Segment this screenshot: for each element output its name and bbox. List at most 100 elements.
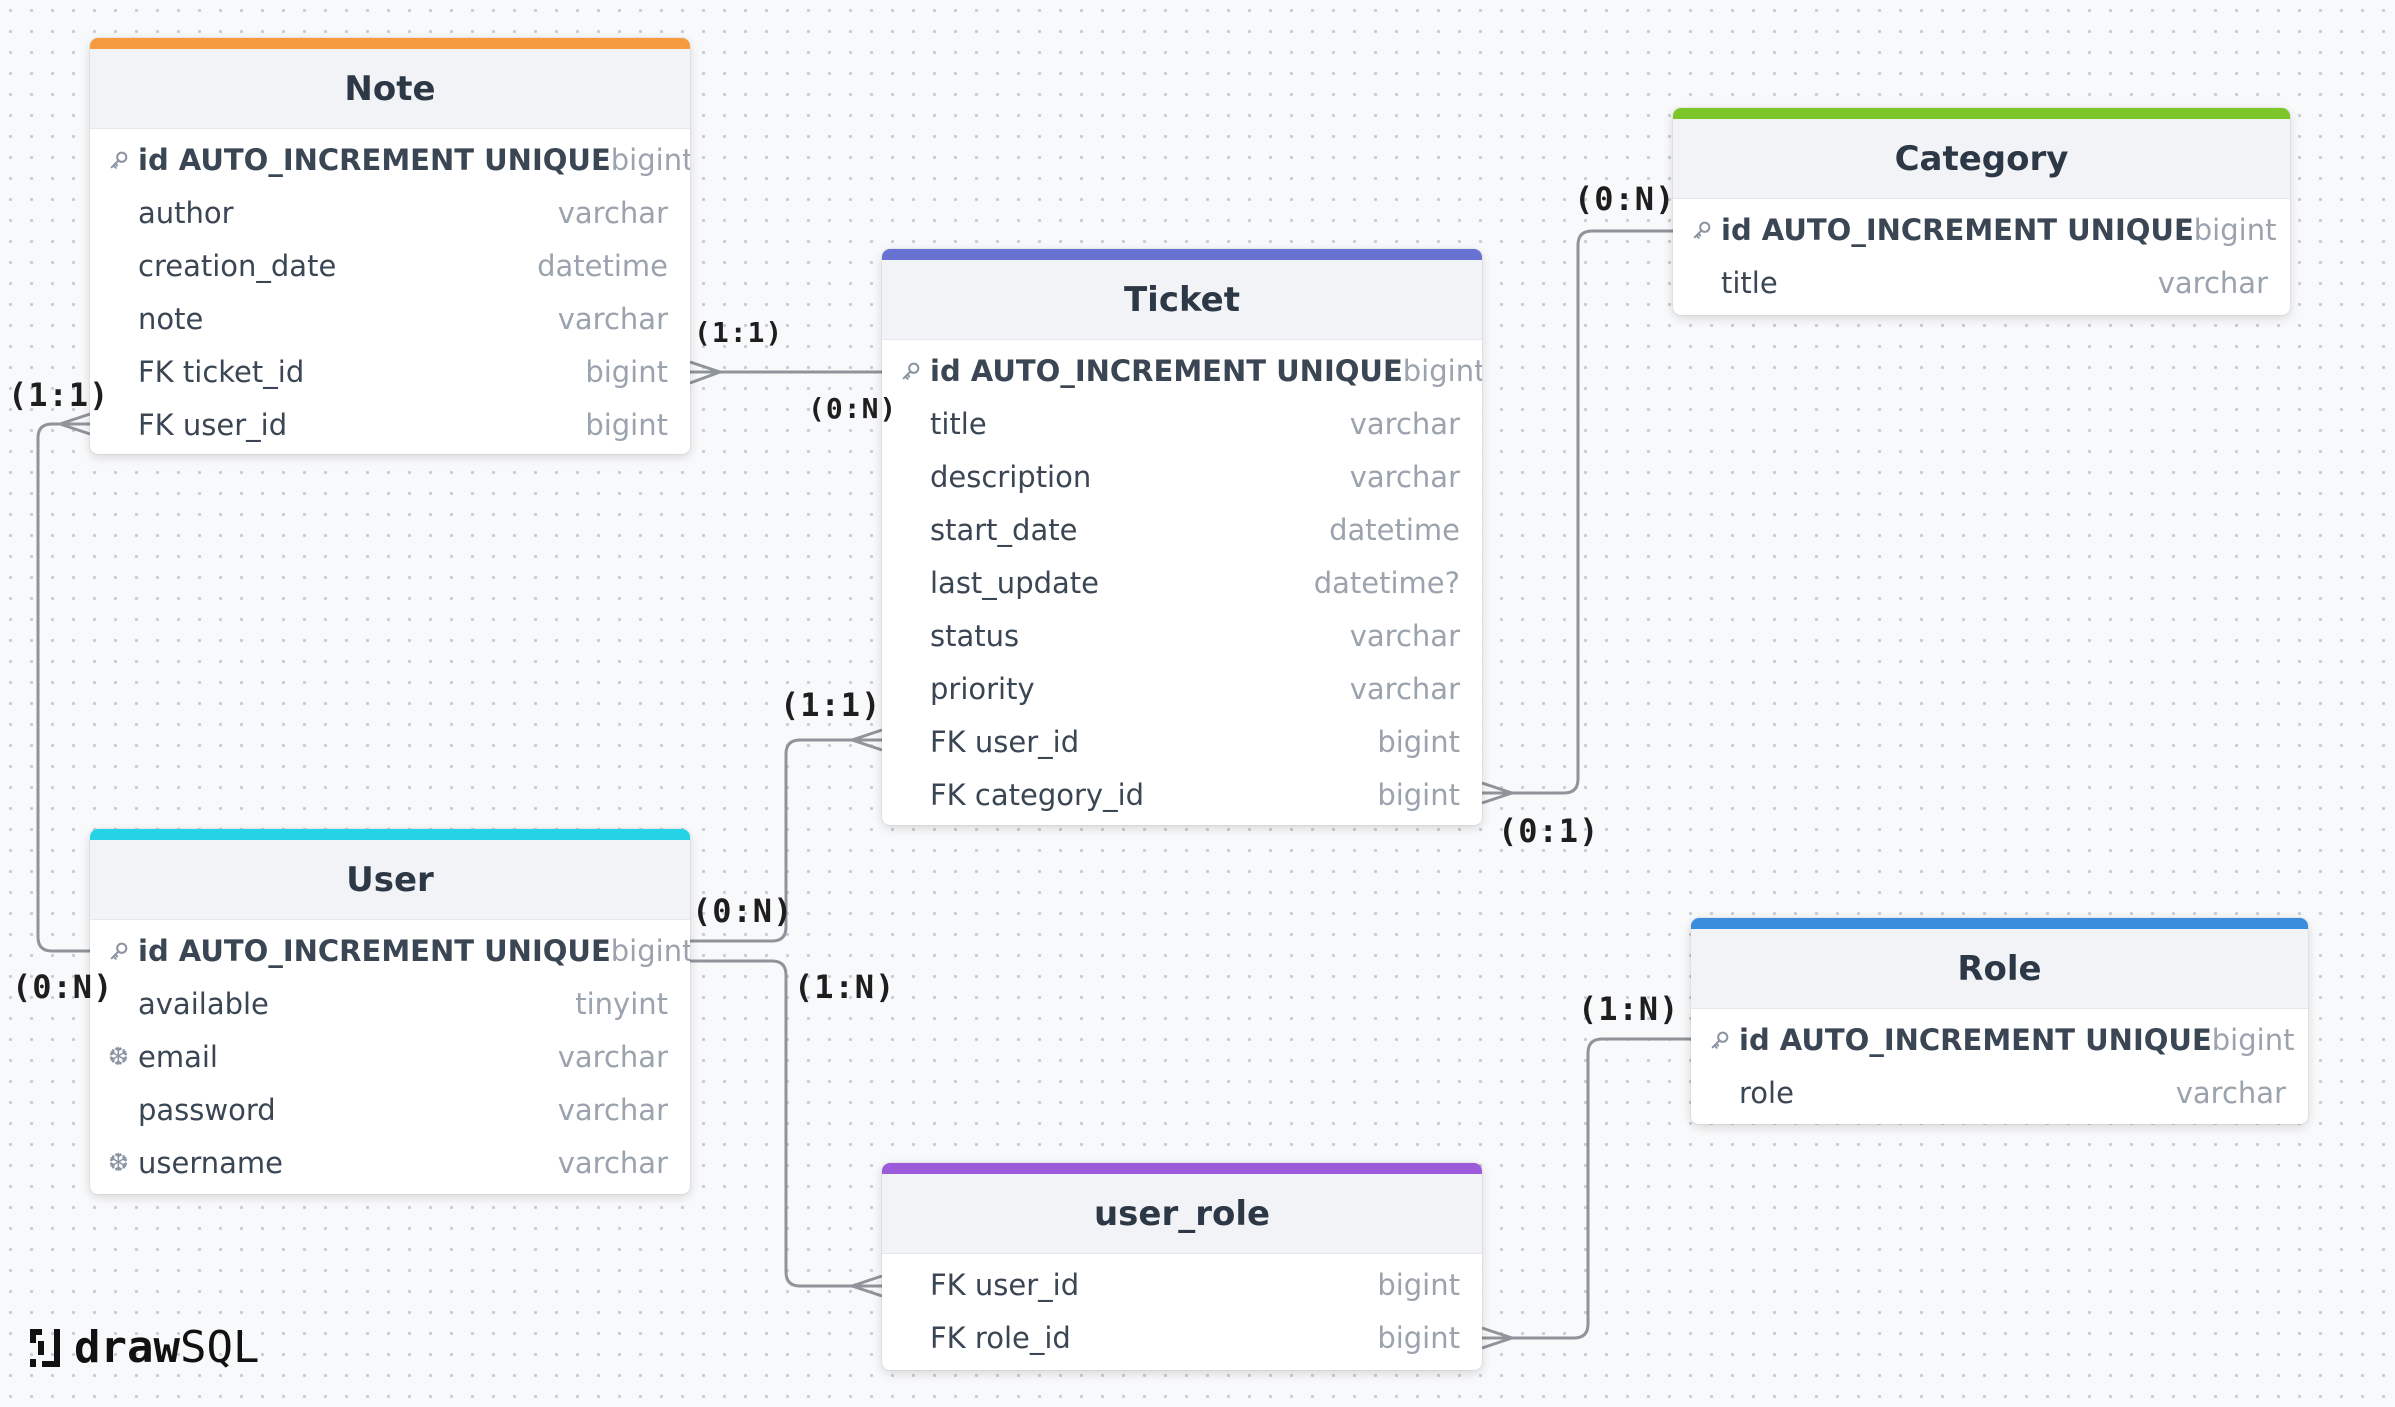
column-type: datetime xyxy=(537,248,668,283)
column-name: id AUTO_INCREMENT UNIQUE xyxy=(930,353,1403,388)
link-ticket-category xyxy=(1482,229,1673,795)
table-title: user_role xyxy=(1093,1193,1271,1234)
label-note-user-a: (1:1) xyxy=(8,376,110,414)
link-note-user xyxy=(36,422,90,953)
table-color-bar xyxy=(882,249,1482,260)
table-header[interactable]: User xyxy=(90,840,690,920)
table-header[interactable]: user_role xyxy=(882,1174,1482,1254)
column-name: id AUTO_INCREMENT UNIQUE xyxy=(138,142,611,177)
column-type: varchar xyxy=(2157,265,2268,300)
column-name: role xyxy=(1739,1075,1794,1110)
primary-key-icon xyxy=(900,360,930,382)
table-header[interactable]: Note xyxy=(90,49,690,129)
primary-key-icon xyxy=(108,149,138,171)
unique-index-icon: ❆ xyxy=(108,1042,129,1071)
crowfoot-note-ticket xyxy=(689,360,722,385)
label-note-user-b: (0:N) xyxy=(12,968,114,1006)
table-row[interactable]: FK user_id bigint xyxy=(882,1258,1482,1311)
label-ticket-category-a: (0:N) xyxy=(1574,180,1676,218)
crowfoot-userrole-role xyxy=(1481,1326,1514,1350)
column-name: note xyxy=(138,301,204,336)
table-row[interactable]: start_date datetime xyxy=(882,503,1482,556)
table-color-bar xyxy=(90,38,690,49)
table-header[interactable]: Ticket xyxy=(882,260,1482,340)
table-header[interactable]: Category xyxy=(1673,119,2290,199)
drawsql-logo: draw SQL xyxy=(28,1322,259,1373)
column-type: varchar xyxy=(1349,459,1460,494)
table-color-bar xyxy=(90,829,690,840)
column-name: id AUTO_INCREMENT UNIQUE xyxy=(1721,212,2194,247)
column-name: password xyxy=(138,1092,276,1127)
link-user-userrole xyxy=(690,959,882,1288)
primary-key-icon xyxy=(1709,1029,1739,1051)
label-user-userrole: (1:N) xyxy=(794,968,896,1006)
table-row[interactable]: title varchar xyxy=(1673,256,2290,309)
table-color-bar xyxy=(1691,918,2308,929)
column-name: FK category_id xyxy=(930,777,1145,812)
table-header[interactable]: Role xyxy=(1691,929,2308,1009)
column-type: bigint xyxy=(2211,1022,2295,1057)
table-title: User xyxy=(346,859,434,900)
column-type: bigint xyxy=(1377,1267,1460,1302)
column-name: title xyxy=(1721,265,1778,300)
column-type: bigint xyxy=(1402,353,1482,388)
label-ticket-category-b: (0:1) xyxy=(1498,812,1600,850)
unique-index-icon: ❆ xyxy=(108,1148,129,1177)
table-row[interactable]: password varchar xyxy=(90,1083,690,1136)
table-title: Category xyxy=(1894,138,2069,179)
column-name: FK role_id xyxy=(930,1320,1071,1355)
table-row[interactable]: creation_date datetime xyxy=(90,239,690,292)
table-row[interactable]: FK category_id bigint xyxy=(882,768,1482,821)
column-type: varchar xyxy=(557,1092,668,1127)
column-type: bigint xyxy=(2193,212,2277,247)
column-name: priority xyxy=(930,671,1035,706)
table-title: Note xyxy=(344,68,436,109)
label-note-ticket-a: (1:1) xyxy=(694,316,784,349)
table-color-bar xyxy=(882,1163,1482,1174)
column-name: email xyxy=(138,1039,218,1074)
column-type: bigint xyxy=(585,354,668,389)
link-userrole-role xyxy=(1482,1037,1691,1340)
column-name: FK user_id xyxy=(930,1267,1080,1302)
label-note-ticket-b: (0:N) xyxy=(808,392,898,425)
column-type: tinyint xyxy=(575,986,668,1021)
column-name: start_date xyxy=(930,512,1078,547)
column-name: creation_date xyxy=(138,248,337,283)
column-type: bigint xyxy=(1377,777,1460,812)
column-type: datetime xyxy=(1329,512,1460,547)
primary-key-icon xyxy=(108,940,138,962)
column-name: FK user_id xyxy=(138,407,288,442)
column-type: bigint xyxy=(1377,724,1460,759)
